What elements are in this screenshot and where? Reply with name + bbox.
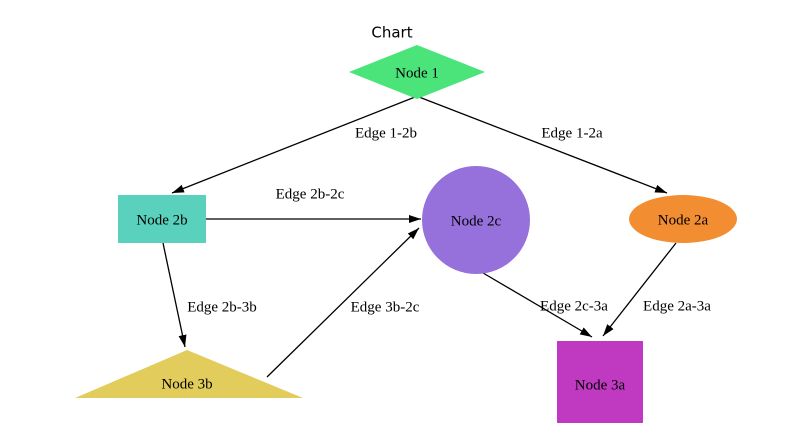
node-2b-label: Node 2b: [136, 212, 187, 228]
node-1-diamond-shape: [349, 45, 485, 99]
edge-2c-3a-line: [477, 269, 593, 338]
edge-2b-3b-line: [162, 242, 187, 348]
edge-label-1-2a: Edge 1-2a: [541, 125, 603, 141]
node-2c-label: Node 2c: [451, 213, 502, 229]
diagram-title: Chart: [371, 23, 412, 41]
edge-label-1-2b: Edge 1-2b: [355, 125, 417, 141]
edge-3b-2c-line: [266, 227, 420, 378]
edge-2a-3a-line: [602, 242, 677, 337]
edge-1-2b-line: [171, 96, 416, 194]
edge-label-2c-3a: Edge 2c-3a: [540, 298, 608, 314]
node-3b-triangle-shape: [75, 350, 303, 398]
node-2a-label: Node 2a: [658, 212, 709, 228]
node-3a-square-shape: [557, 341, 643, 423]
edge-label-2a-3a: Edge 2a-3a: [643, 298, 711, 314]
edge-label-2b-3b: Edge 2b-3b: [187, 299, 257, 315]
edge-group: [162, 96, 677, 378]
node-3a-label: Node 3a: [575, 377, 626, 393]
node-3b-label: Node 3b: [161, 376, 212, 392]
node-2a-ellipse-shape: [629, 195, 737, 243]
edge-label-group: Edge 1-2b Edge 1-2a Edge 2b-2c Edge 2b-3…: [187, 125, 711, 315]
node-group: Node 1 Node 2b Node 2c Node 2a Node 3b N…: [75, 45, 737, 423]
node-1-label: Node 1: [395, 65, 439, 81]
edge-1-2a-line: [418, 96, 668, 194]
edge-label-2b-2c: Edge 2b-2c: [276, 186, 345, 202]
edge-label-3b-2c: Edge 3b-2c: [351, 299, 420, 315]
node-2b-rectangle-shape: [118, 195, 206, 243]
node-2c-circle-shape: [422, 166, 530, 274]
